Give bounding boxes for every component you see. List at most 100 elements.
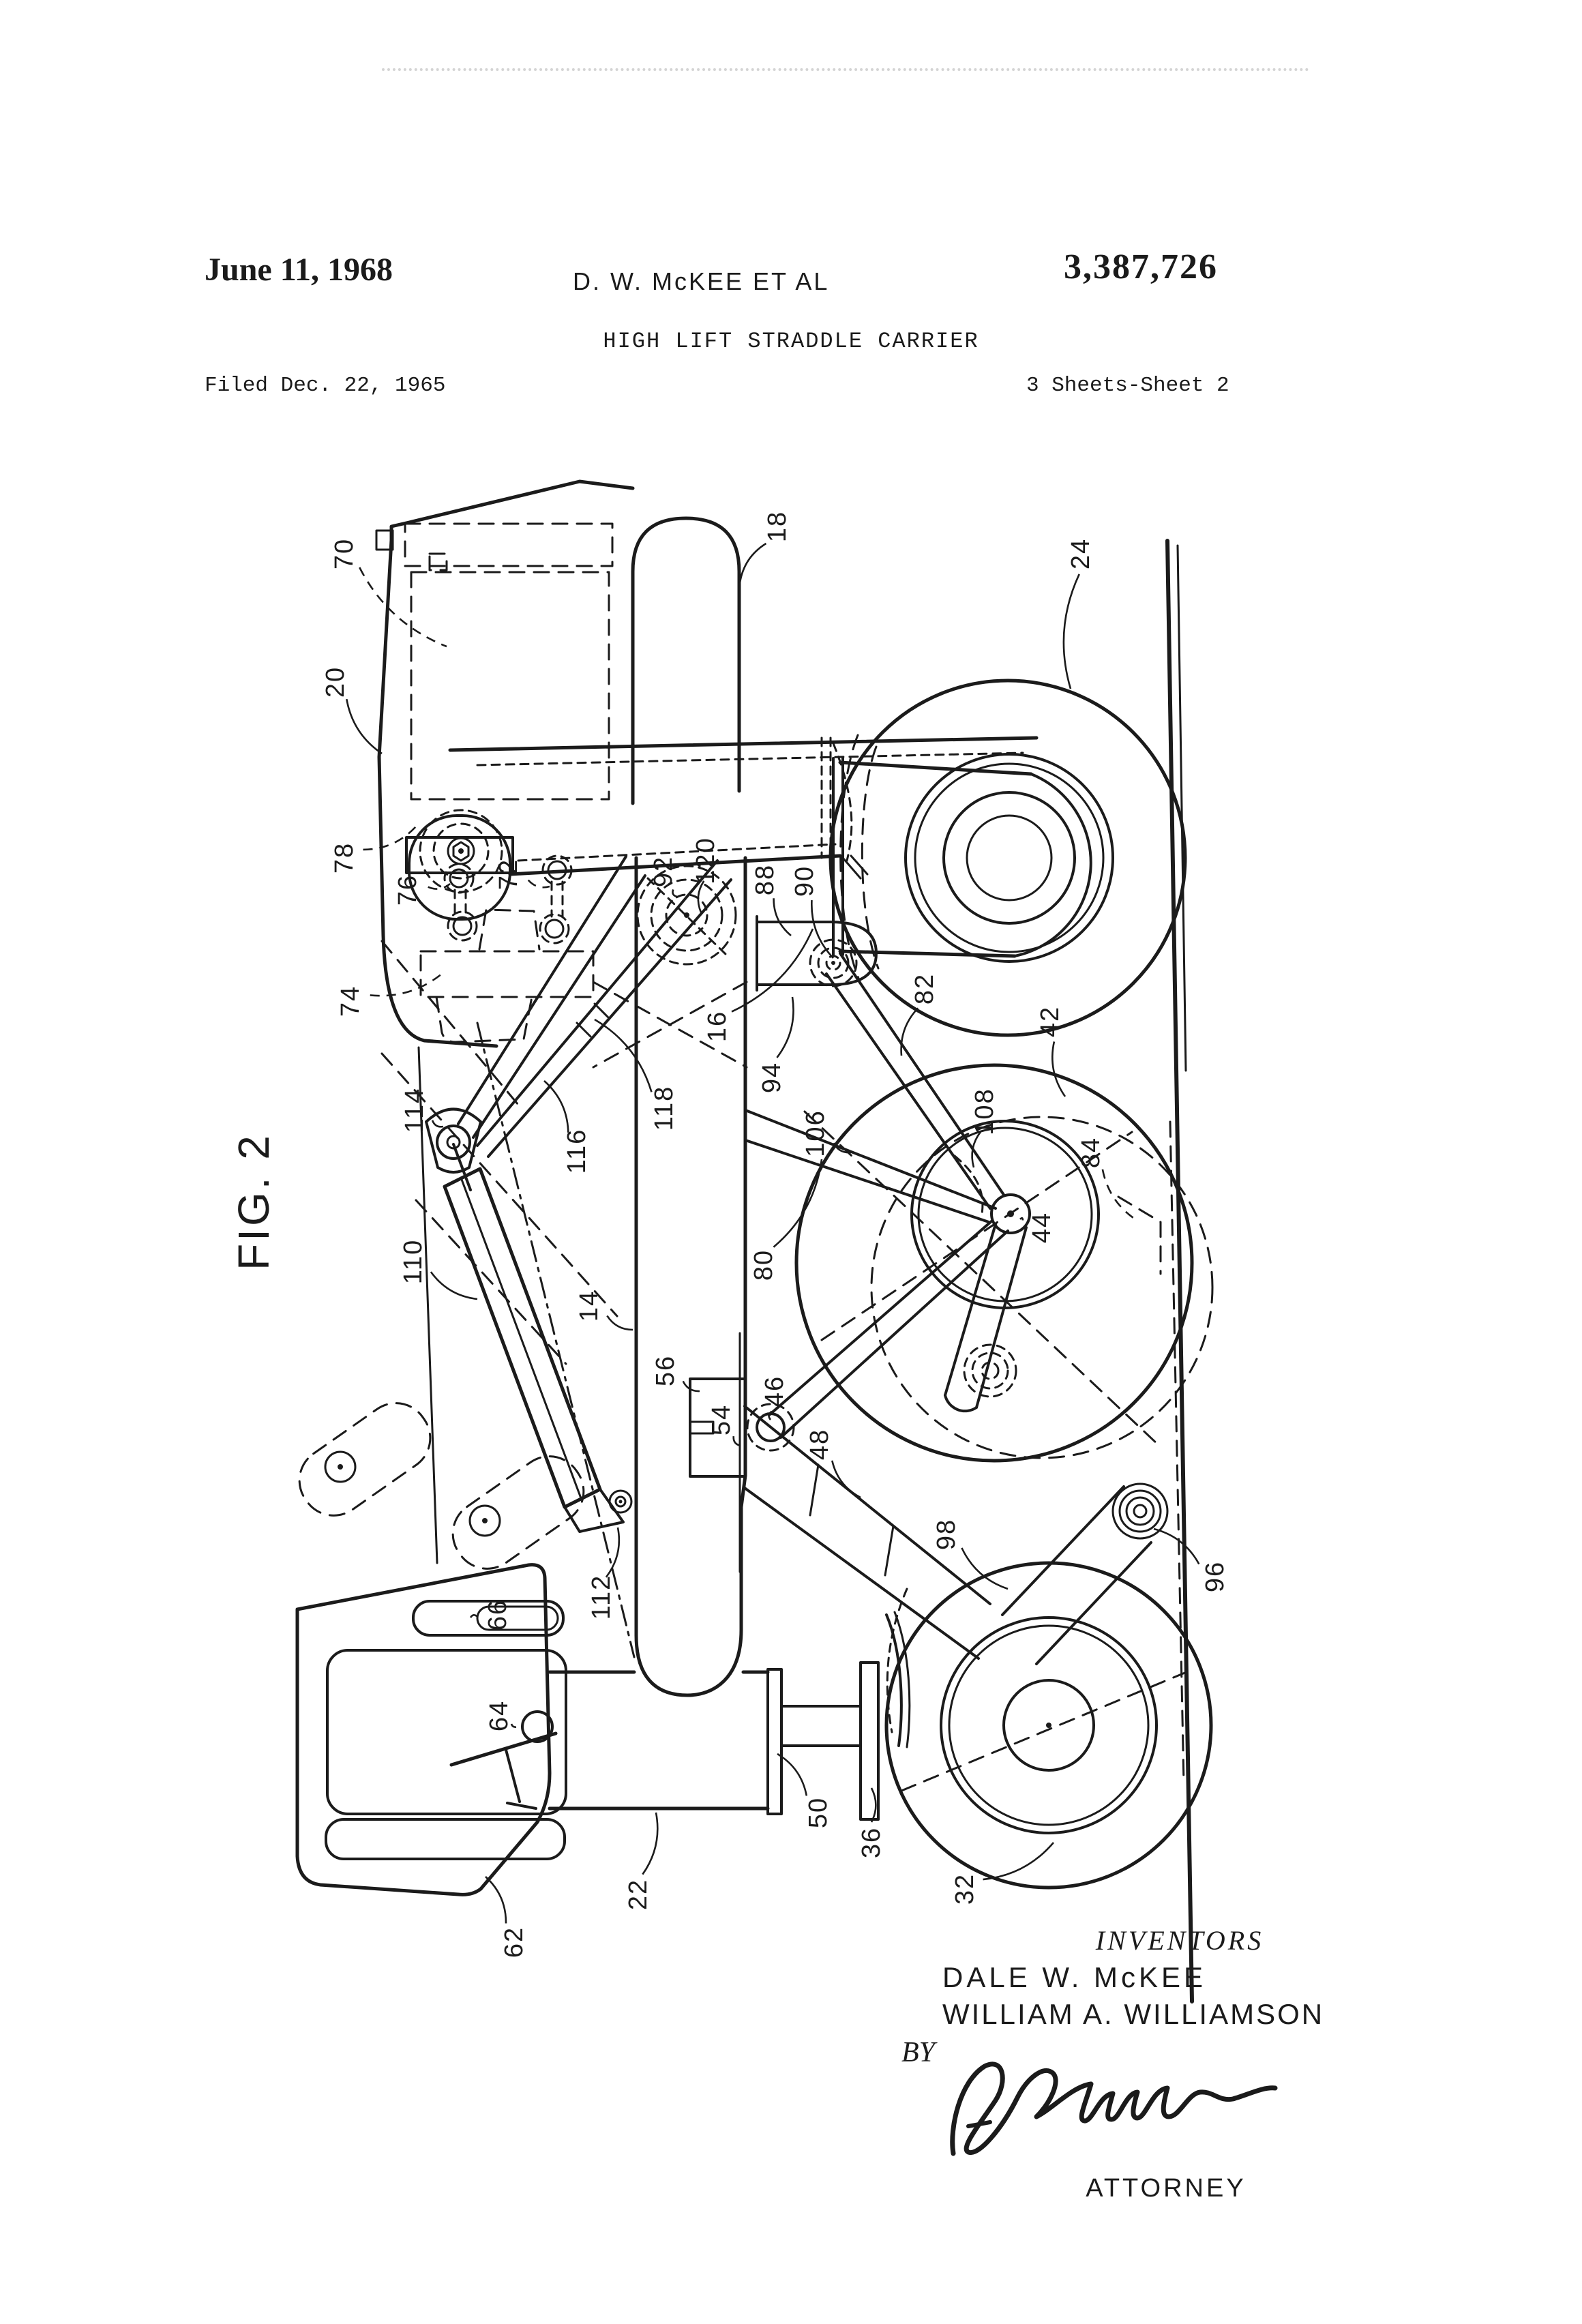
- wheel-32: [884, 1561, 1213, 1890]
- ref-label-36: 36: [857, 1787, 886, 1858]
- inventor-name-1: DALE W. McKEE: [942, 1961, 1207, 1993]
- ref-label-94: 94: [758, 996, 794, 1093]
- ref-number-78: 78: [330, 842, 359, 874]
- ref-number-84: 84: [1077, 1137, 1105, 1168]
- ref-label-54: 54: [707, 1404, 741, 1447]
- ref-label-78: 78: [330, 826, 417, 874]
- ref-label-22: 22: [624, 1812, 659, 1910]
- ref-number-62: 62: [500, 1926, 528, 1958]
- ref-number-20: 20: [321, 666, 350, 698]
- ref-number-56: 56: [651, 1355, 680, 1386]
- attorney-label: ATTORNEY: [1086, 2174, 1247, 2203]
- upright-member-18: [631, 516, 741, 805]
- ref-number-66: 66: [483, 1599, 512, 1630]
- ref-label-90: 90: [790, 865, 834, 959]
- ref-number-64: 64: [485, 1700, 513, 1731]
- ref-label-44: 44: [1019, 1212, 1056, 1243]
- ref-number-74: 74: [336, 985, 365, 1017]
- ref-number-72: 72: [494, 859, 523, 890]
- beam-22: [548, 1611, 911, 1821]
- ref-label-114: 114: [400, 1088, 444, 1133]
- ref-number-80: 80: [749, 1249, 778, 1281]
- ref-label-48: 48: [805, 1429, 861, 1499]
- ref-number-106: 106: [801, 1109, 830, 1157]
- inventor-name-2: WILLIAM A. WILLIAMSON: [942, 1998, 1325, 2030]
- attorney-signature: [950, 2061, 1278, 2156]
- ground-line: [1165, 539, 1194, 2003]
- ref-number-44: 44: [1028, 1212, 1056, 1243]
- ref-label-70: 70: [330, 538, 447, 648]
- ref-label-84: 84: [1077, 1137, 1138, 1222]
- ref-number-22: 22: [624, 1879, 653, 1910]
- ref-label-118: 118: [594, 1018, 678, 1131]
- patent-date: June 11, 1968: [205, 252, 393, 288]
- ref-number-110: 110: [399, 1239, 428, 1285]
- sheet-info: 3 Sheets-Sheet 2: [1026, 374, 1229, 398]
- patent-inventor-line: D. W. McKEE ET AL: [573, 267, 830, 295]
- ref-number-90: 90: [790, 865, 819, 897]
- ref-label-82: 82: [900, 973, 939, 1056]
- ref-number-108: 108: [970, 1088, 999, 1135]
- ref-number-42: 42: [1036, 1006, 1064, 1037]
- ref-label-56: 56: [651, 1355, 700, 1392]
- ref-label-62: 62: [485, 1876, 528, 1958]
- ref-label-24: 24: [1062, 538, 1095, 689]
- by-label: BY: [901, 2037, 936, 2068]
- ref-label-72: 72: [494, 859, 550, 890]
- ref-number-116: 116: [563, 1129, 591, 1174]
- ghost-lift-arms: [298, 940, 748, 1658]
- frame-20: [375, 479, 635, 1564]
- ref-label-106: 106: [801, 1109, 852, 1157]
- ref-number-94: 94: [758, 1062, 786, 1093]
- patent-number: 3,387,726: [1064, 248, 1218, 286]
- gear-92-120: [636, 865, 737, 966]
- ref-number-46: 46: [760, 1375, 789, 1407]
- ref-label-42: 42: [1036, 1006, 1066, 1097]
- arm-82: [825, 952, 1005, 1210]
- ref-number-54: 54: [707, 1404, 736, 1435]
- ref-label-92: 92: [649, 856, 678, 898]
- ref-label-20: 20: [321, 666, 383, 755]
- ref-number-120: 120: [691, 837, 720, 884]
- ref-number-50: 50: [804, 1797, 833, 1828]
- wheel-42: [794, 1063, 1214, 1463]
- ref-label-16: 16: [703, 928, 814, 1042]
- ref-label-66: 66: [469, 1599, 512, 1630]
- ref-number-16: 16: [703, 1011, 732, 1042]
- radius-rod-80-106: [744, 1109, 997, 1223]
- ref-label-64: 64: [485, 1700, 517, 1731]
- ref-number-18: 18: [763, 511, 792, 542]
- ref-label-120: 120: [691, 837, 720, 913]
- ref-number-36: 36: [857, 1827, 886, 1858]
- arm-48-98: [743, 1405, 1152, 1665]
- patent-title: HIGH LIFT STRADDLE CARRIER: [603, 329, 979, 354]
- pulley-88-90: [756, 915, 878, 992]
- cylinder-110-112: [443, 1143, 633, 1533]
- ref-label-32: 32: [951, 1842, 1054, 1905]
- ref-label-110: 110: [399, 1239, 478, 1300]
- ref-number-82: 82: [910, 973, 939, 1004]
- ref-label-80: 80: [749, 1159, 823, 1281]
- ref-label-50: 50: [777, 1753, 833, 1828]
- inventors-heading: INVENTORS: [1095, 1925, 1264, 1956]
- lift-arms-114-116-118: [425, 855, 732, 1174]
- kingpin-16: [820, 736, 869, 880]
- ref-number-92: 92: [649, 856, 678, 887]
- ref-label-112: 112: [587, 1527, 621, 1620]
- ref-number-96: 96: [1201, 1561, 1229, 1592]
- ref-number-32: 32: [951, 1873, 979, 1905]
- cab-62: [295, 1563, 567, 1896]
- ref-label-46: 46: [760, 1375, 789, 1420]
- ref-number-24: 24: [1066, 538, 1095, 569]
- suspension-links-76-72: [443, 854, 573, 944]
- figure-label: FIG. 2: [229, 1133, 278, 1270]
- ref-number-98: 98: [932, 1519, 961, 1550]
- ref-label-88: 88: [751, 864, 792, 937]
- ref-label-96: 96: [1153, 1528, 1229, 1592]
- ref-number-48: 48: [805, 1429, 834, 1460]
- ref-label-74: 74: [336, 972, 443, 1017]
- wheel-24: [829, 679, 1187, 1037]
- ref-number-114: 114: [400, 1088, 429, 1133]
- scan-artifact: [382, 68, 1309, 71]
